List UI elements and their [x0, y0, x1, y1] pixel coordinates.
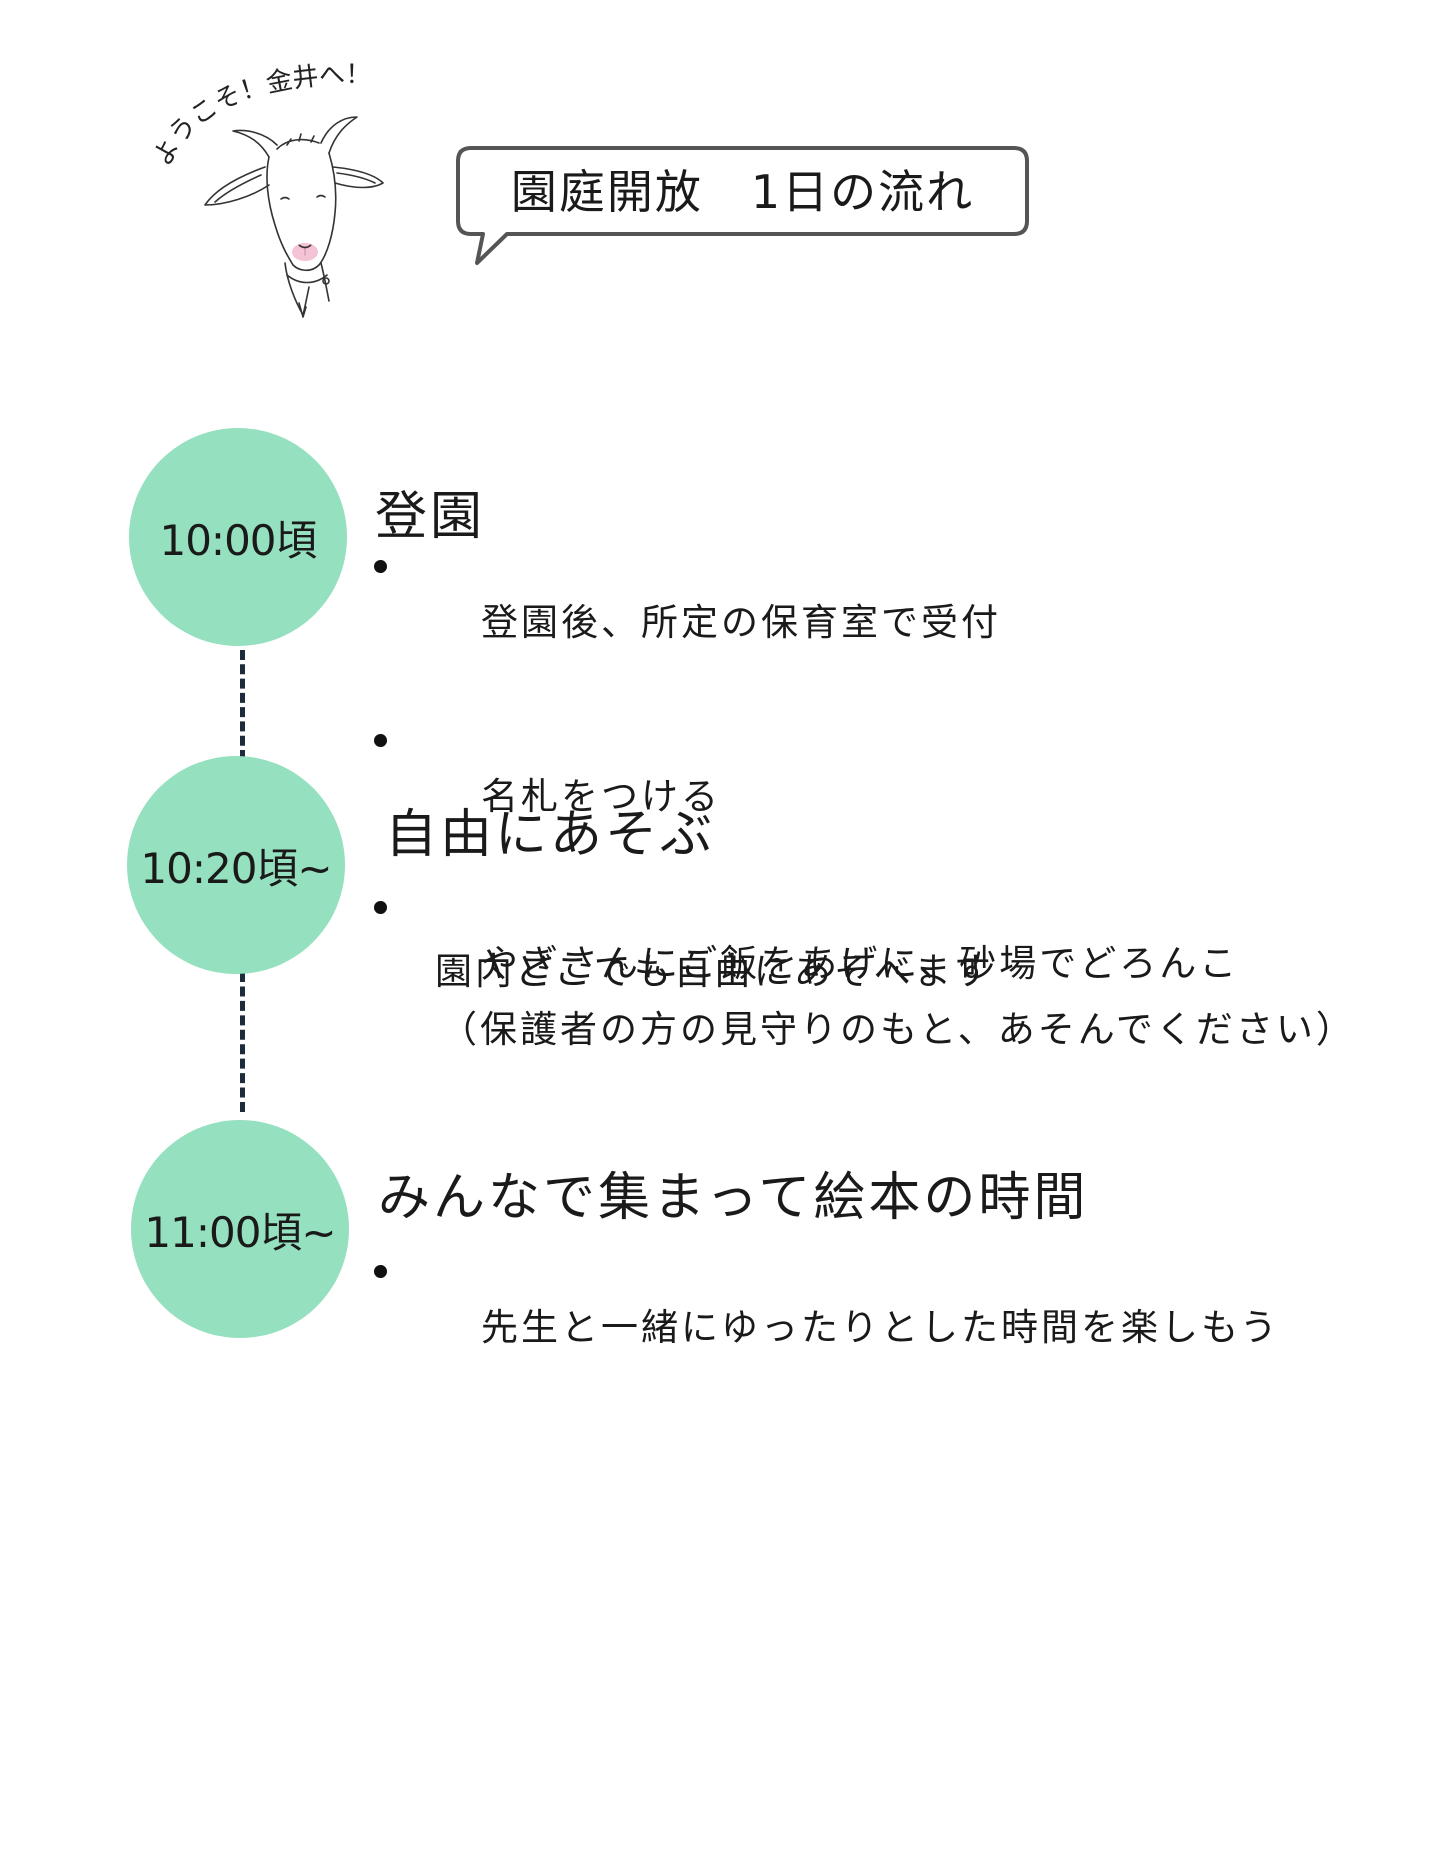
time-label: 10:00頃	[159, 515, 317, 565]
bullet-text: 先生と一緒にゆったりとした時間を楽しもう	[481, 1306, 1280, 1349]
greeting-text: ようこそ！金井へ！	[147, 60, 371, 171]
step-bullets-picture-book: 先生と一緒にゆったりとした時間を楽しもう	[372, 1241, 1280, 1415]
speech-bubble	[456, 146, 1029, 265]
bullet-dot-icon	[374, 901, 387, 914]
step-title-picture-book: みんなで集まって絵本の時間	[378, 1168, 1089, 1228]
time-label: 11:00頃~	[144, 1207, 336, 1257]
bullet-text: やぎさんにご飯をあげに、砂場でどろんこ	[481, 942, 1240, 985]
list-item: 登園後、所定の保育室で受付	[372, 536, 1001, 710]
bullet-continuation: 園内どこでも自由にあそべます	[435, 950, 994, 993]
bullet-dot-icon	[374, 734, 387, 747]
time-badge-1020: 10:20頃~	[127, 756, 345, 974]
page-title: 園庭開放 1日の流れ	[510, 165, 975, 219]
bullet-dot-icon	[374, 1265, 387, 1278]
bullet-text: 登園後、所定の保育室で受付	[481, 601, 1002, 644]
step-bullets-arrival: 登園後、所定の保育室で受付 名札をつける	[372, 536, 1001, 884]
bullet-continuation: （保護者の方の見守りのもと、あそんでください）	[440, 1008, 1356, 1051]
list-item: やぎさんにご飯をあげに、砂場でどろんこ	[372, 877, 1239, 1051]
time-badge-1000: 10:00頃	[129, 428, 347, 646]
timeline-connector	[240, 972, 245, 1112]
timeline-connector	[240, 650, 245, 760]
step-title-free-play: 自由にあそぶ	[385, 805, 716, 865]
time-label: 10:20頃~	[140, 843, 332, 893]
bullet-text: 名札をつける	[481, 775, 722, 818]
goat-icon	[204, 116, 384, 318]
list-item: 名札をつける	[372, 710, 1001, 884]
list-item: 先生と一緒にゆったりとした時間を楽しもう	[372, 1241, 1280, 1415]
time-badge-1100: 11:00頃~	[131, 1120, 349, 1338]
step-bullets-free-play: やぎさんにご飯をあげに、砂場でどろんこ	[372, 877, 1239, 1051]
step-title-arrival: 登園	[375, 487, 486, 547]
bullet-dot-icon	[374, 560, 387, 573]
